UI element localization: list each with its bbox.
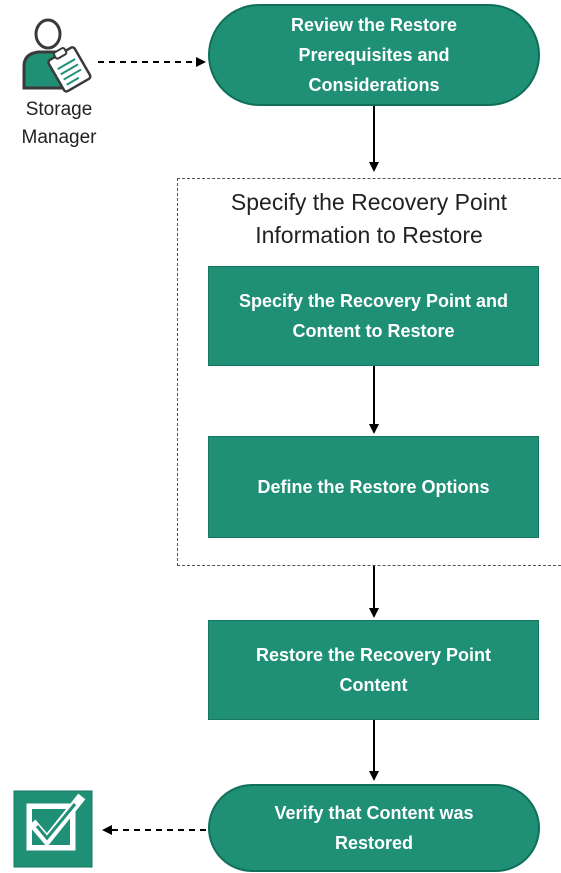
- actor-label: Storage Manager: [21, 99, 97, 148]
- step-specify-recovery-point: Specify the Recovery Point and Content t…: [208, 266, 539, 366]
- step-review-prerequisites: Review the Restore Prerequisites and Con…: [208, 4, 540, 106]
- recovery-point-group: [177, 178, 561, 566]
- group-title: Specify the Recovery Point Information t…: [230, 189, 508, 248]
- storage-manager-icon: [22, 18, 92, 93]
- step-restore-label: Restore the Recovery Point Content: [255, 645, 492, 695]
- step-specify-label: Specify the Recovery Point and Content t…: [238, 291, 509, 341]
- step-restore-content: Restore the Recovery Point Content: [208, 620, 539, 720]
- checkmark-icon: [13, 790, 93, 868]
- step-define-options: Define the Restore Options: [208, 436, 539, 538]
- step-define-label: Define the Restore Options: [257, 477, 490, 497]
- step-review-label: Review the Restore Prerequisites and Con…: [290, 15, 458, 95]
- step-verify-label: Verify that Content was Restored: [274, 803, 474, 853]
- step-verify: Verify that Content was Restored: [208, 784, 540, 872]
